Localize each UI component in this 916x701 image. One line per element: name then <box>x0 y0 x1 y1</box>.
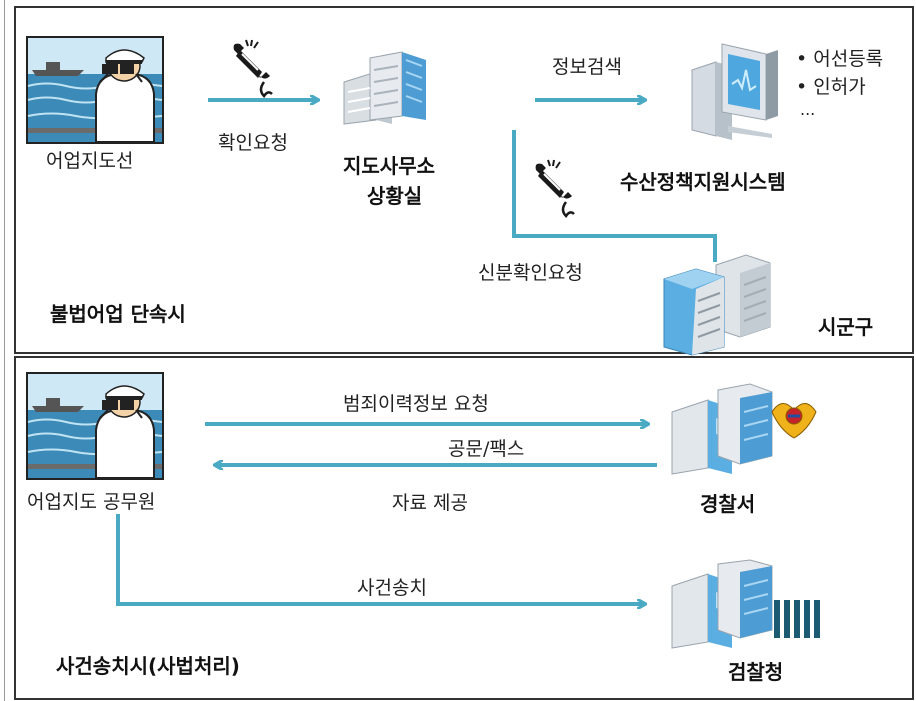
page-edge-line <box>4 0 5 701</box>
official-label: 어업지도 공무원 <box>27 491 156 513</box>
vessel-officer-image <box>26 36 164 144</box>
county-server-icon <box>663 254 771 356</box>
official-officer-image <box>26 372 164 480</box>
office-label-line2: 상황실 <box>367 184 423 208</box>
arrow-case-transfer <box>116 514 645 604</box>
phone-icon-identity <box>535 159 575 218</box>
feature-vessel-registration: • 어선등록 <box>796 48 884 70</box>
police-station-icon <box>671 383 817 475</box>
data-provision-label: 자료 제공 <box>392 492 468 514</box>
confirm-request-label: 확인요청 <box>218 132 288 154</box>
prosecution-office-icon <box>671 559 820 649</box>
case-transfer-label: 사건송치 <box>357 577 427 599</box>
police-label: 경찰서 <box>700 492 756 516</box>
vessel-label: 어업지도선 <box>46 150 134 172</box>
office-building-icon <box>343 51 426 125</box>
phone-icon <box>233 39 273 98</box>
top-section-title: 불법어업 단속시 <box>50 302 186 326</box>
info-search-label: 정보검색 <box>552 56 622 78</box>
system-label: 수산정책지원시스템 <box>620 170 786 194</box>
county-label: 시군구 <box>818 315 874 339</box>
feature-more: ... <box>800 100 816 119</box>
prosecution-label: 검찰청 <box>728 660 784 684</box>
office-label-line1: 지도사무소 <box>343 154 435 178</box>
crime-record-request-label: 범죄이력정보 요청 <box>343 393 489 415</box>
identity-request-label: 신분확인요청 <box>478 262 583 284</box>
bottom-section-title: 사건송치시(사법처리) <box>56 654 240 678</box>
feature-permits: • 인허가 <box>796 76 866 98</box>
line-office-to-county <box>512 130 717 262</box>
computer-system-icon <box>691 43 778 140</box>
official-doc-fax-label: 공문/팩스 <box>448 438 525 460</box>
